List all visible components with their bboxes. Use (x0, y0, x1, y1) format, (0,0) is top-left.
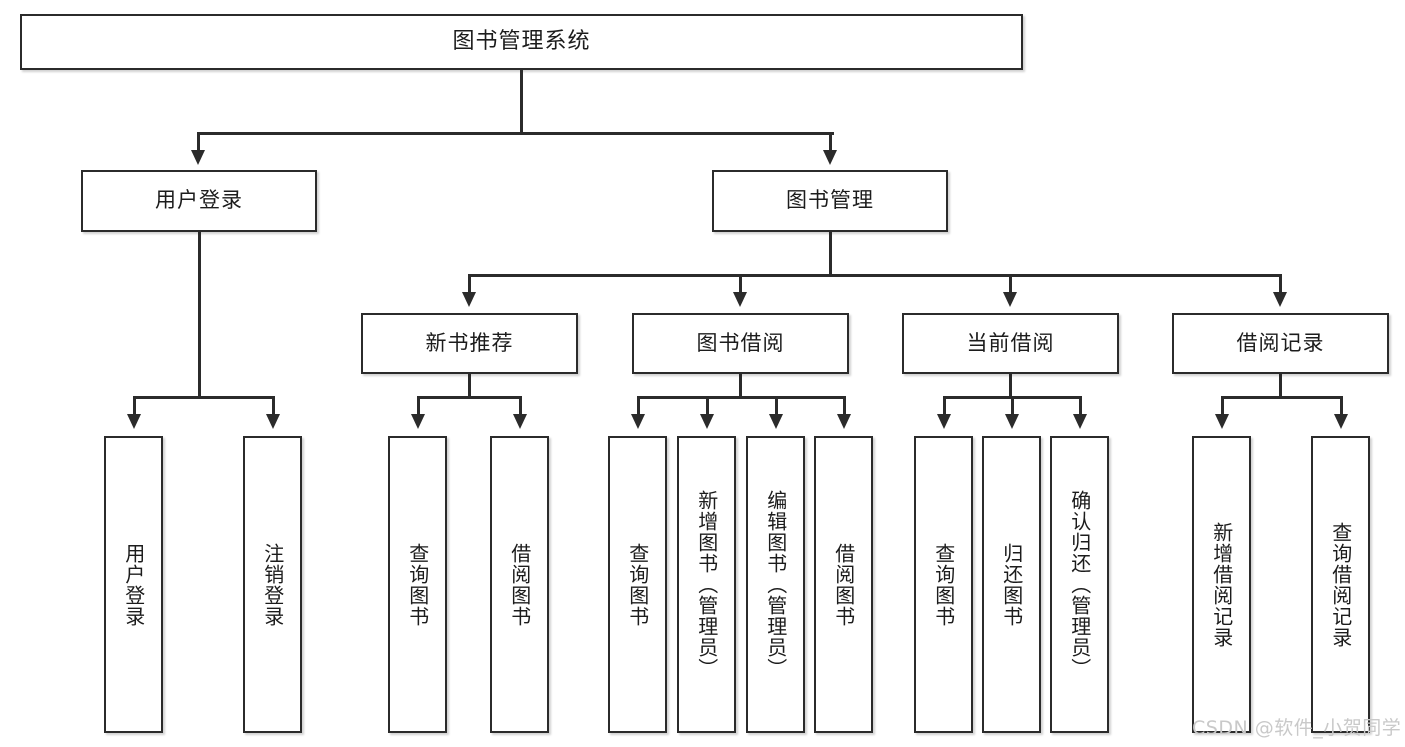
connector-br-to-leaf-2 (1340, 396, 1343, 418)
connector-new-book-stem (468, 374, 471, 396)
arrow-bb-to-leaf-4 (837, 414, 851, 429)
node-label: 图书管理系统 (452, 28, 591, 54)
leaf-label: 查询借阅记录 (1328, 521, 1353, 648)
leaf-label: 新增借阅记录 (1209, 521, 1234, 648)
connector-book-borrow-stem (739, 374, 742, 396)
connector-bm-to-current-borrow (1009, 274, 1012, 296)
arrow-bm-to-current-borrow (1003, 292, 1017, 307)
node-new-book-recommend[interactable]: 新书推荐 (361, 313, 578, 374)
connector-user-login-bus (133, 396, 274, 399)
leaf-add-borrow-record[interactable]: 新增借阅记录 (1192, 436, 1251, 733)
leaf-label: 归还图书 (999, 542, 1024, 627)
arrow-bb-to-leaf-2 (700, 414, 714, 429)
arrow-root-to-book-management (823, 150, 837, 165)
arrow-br-to-leaf-1 (1215, 414, 1229, 429)
arrow-cb-to-leaf-3 (1073, 414, 1087, 429)
leaf-label: 查询图书 (625, 542, 650, 627)
node-label: 新书推荐 (425, 330, 514, 355)
arrow-br-to-leaf-2 (1334, 414, 1348, 429)
connector-book-management-bus (468, 274, 1281, 277)
leaf-borrow-book-new[interactable]: 借阅图书 (490, 436, 549, 733)
connector-user-login-to-leaf-1 (133, 396, 136, 418)
arrow-user-login-to-leaf-1 (127, 414, 141, 429)
connector-user-login-to-leaf-2 (272, 396, 275, 418)
connector-bb-to-leaf-2 (706, 396, 709, 418)
connector-book-borrow-bus (637, 396, 845, 399)
leaf-label: 新增图书（管理员） (694, 490, 719, 679)
connector-bm-to-new-book (468, 274, 471, 296)
leaf-query-book-new[interactable]: 查询图书 (388, 436, 447, 733)
arrow-bb-to-leaf-3 (769, 414, 783, 429)
arrow-bb-to-leaf-1 (631, 414, 645, 429)
leaf-label: 借阅图书 (507, 542, 532, 627)
connector-user-login-stem (198, 232, 201, 396)
connector-root-to-book-management (829, 132, 832, 154)
leaf-return-book[interactable]: 归还图书 (982, 436, 1041, 733)
connector-book-management-stem (829, 232, 832, 274)
node-root-book-management-system[interactable]: 图书管理系统 (20, 14, 1023, 70)
arrow-nb-to-leaf-2 (513, 414, 527, 429)
arrow-cb-to-leaf-1 (937, 414, 951, 429)
arrow-user-login-to-leaf-2 (266, 414, 280, 429)
leaf-add-book-admin[interactable]: 新增图书（管理员） (677, 436, 736, 733)
connector-cb-to-leaf-1 (943, 396, 946, 418)
leaf-label: 查询图书 (405, 542, 430, 627)
leaf-borrow-book[interactable]: 借阅图书 (814, 436, 873, 733)
leaf-label: 注销登录 (260, 542, 285, 627)
arrow-cb-to-leaf-2 (1005, 414, 1019, 429)
leaf-edit-book-admin[interactable]: 编辑图书（管理员） (746, 436, 805, 733)
connector-bb-to-leaf-4 (843, 396, 846, 418)
connector-bb-to-leaf-3 (775, 396, 778, 418)
node-borrow-record[interactable]: 借阅记录 (1172, 313, 1389, 374)
leaf-query-borrow-record[interactable]: 查询借阅记录 (1311, 436, 1370, 733)
node-user-login[interactable]: 用户登录 (81, 170, 317, 232)
connector-cb-to-leaf-3 (1079, 396, 1082, 418)
connector-bm-to-borrow-record (1279, 274, 1282, 296)
node-label: 用户登录 (155, 188, 243, 213)
arrow-bm-to-new-book (462, 292, 476, 307)
connector-bm-to-book-borrow (739, 274, 742, 296)
node-current-borrow[interactable]: 当前借阅 (902, 313, 1119, 374)
leaf-query-book-current[interactable]: 查询图书 (914, 436, 973, 733)
node-label: 借阅记录 (1236, 330, 1325, 355)
connector-root-stem (520, 70, 523, 132)
leaf-label: 编辑图书（管理员） (763, 490, 788, 679)
connector-root-to-user-login (197, 132, 200, 154)
csdn-watermark: CSDN @软件_小贺同学 (1192, 717, 1402, 739)
connector-borrow-record-bus (1221, 396, 1340, 399)
connector-new-book-bus (417, 396, 521, 399)
node-label: 图书借阅 (696, 330, 785, 355)
leaf-label: 查询图书 (931, 542, 956, 627)
node-label: 图书管理 (786, 188, 874, 213)
leaf-confirm-return-admin[interactable]: 确认归还（管理员） (1050, 436, 1109, 733)
connector-cb-to-leaf-2 (1011, 396, 1014, 418)
arrow-bm-to-borrow-record (1273, 292, 1287, 307)
arrow-nb-to-leaf-1 (411, 414, 425, 429)
leaf-label: 确认归还（管理员） (1067, 490, 1092, 679)
connector-br-to-leaf-1 (1221, 396, 1224, 418)
node-book-borrow[interactable]: 图书借阅 (632, 313, 849, 374)
leaf-logout[interactable]: 注销登录 (243, 436, 302, 733)
node-label: 当前借阅 (966, 330, 1055, 355)
arrow-root-to-user-login (191, 150, 205, 165)
connector-nb-to-leaf-2 (519, 396, 522, 418)
leaf-query-book-borrow[interactable]: 查询图书 (608, 436, 667, 733)
node-book-management[interactable]: 图书管理 (712, 170, 948, 232)
leaf-user-login[interactable]: 用户登录 (104, 436, 163, 733)
connector-nb-to-leaf-1 (417, 396, 420, 418)
connector-root-bus (197, 132, 834, 135)
connector-bb-to-leaf-1 (637, 396, 640, 418)
leaf-label: 用户登录 (121, 542, 146, 627)
arrow-bm-to-book-borrow (733, 292, 747, 307)
connector-current-borrow-stem (1009, 374, 1012, 396)
leaf-label: 借阅图书 (831, 542, 856, 627)
connector-borrow-record-stem (1279, 374, 1282, 396)
